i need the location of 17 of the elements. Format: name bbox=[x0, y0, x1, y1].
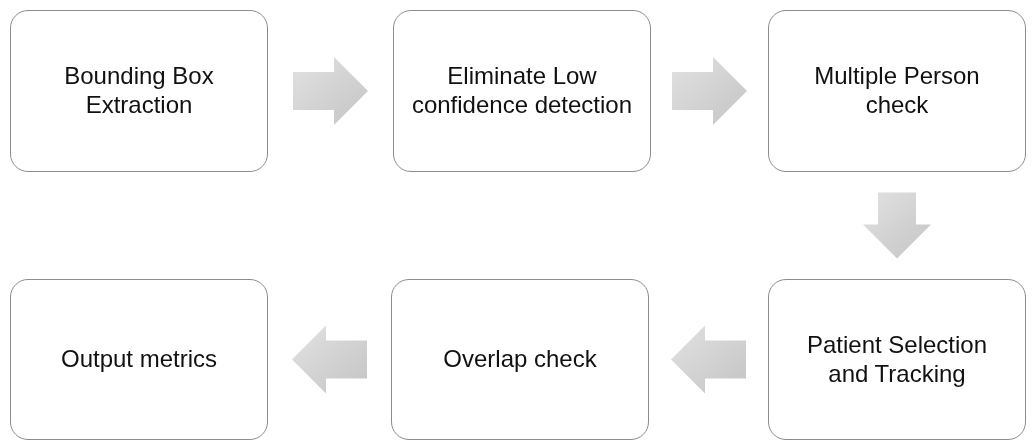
step-label: Patient Selection and Tracking bbox=[805, 330, 989, 389]
block-arrow bbox=[292, 325, 367, 394]
block-arrow bbox=[863, 192, 931, 259]
step-label: Overlap check bbox=[443, 345, 597, 374]
step-label: Bounding Box Extraction bbox=[63, 62, 215, 120]
process-box bbox=[10, 10, 268, 172]
block-arrow bbox=[672, 57, 747, 125]
block-arrow bbox=[671, 325, 746, 394]
process-box bbox=[391, 279, 649, 440]
step-label: Output metrics bbox=[60, 345, 217, 374]
process-box bbox=[768, 10, 1026, 172]
process-box bbox=[393, 10, 651, 172]
process-box bbox=[768, 279, 1026, 440]
step-label: Multiple Person check bbox=[813, 62, 981, 120]
block-arrow bbox=[293, 57, 368, 125]
process-box bbox=[10, 279, 268, 440]
step-label: Eliminate Low confidence detection bbox=[410, 62, 634, 120]
